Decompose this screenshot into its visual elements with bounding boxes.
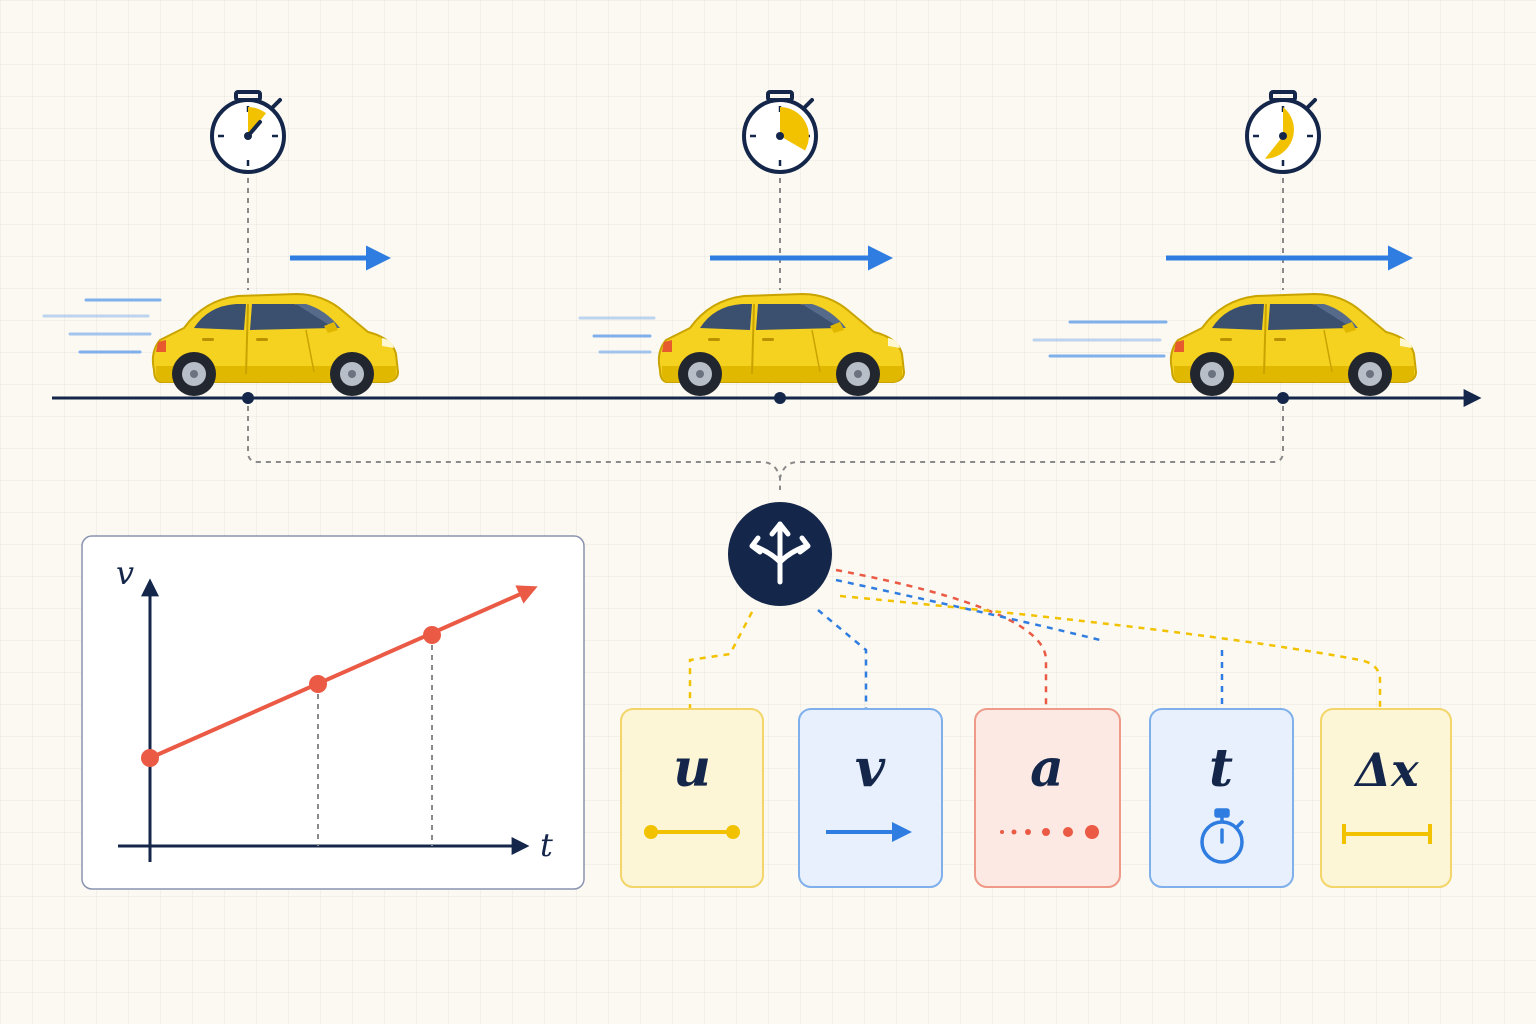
accelerating-dots-icon bbox=[1000, 825, 1099, 839]
branching-arrows-icon bbox=[728, 502, 832, 606]
car-icon bbox=[657, 293, 905, 397]
y-axis-label: v bbox=[116, 554, 134, 592]
variable-symbol: v bbox=[855, 738, 886, 799]
stopwatch-icon bbox=[210, 90, 286, 174]
variable-card-t[interactable]: t bbox=[1149, 708, 1294, 888]
line-segment-icon bbox=[644, 825, 740, 839]
hub-connectors bbox=[688, 568, 1382, 708]
data-point bbox=[309, 675, 327, 693]
variable-symbol: u bbox=[673, 738, 711, 799]
variable-card-u[interactable]: u bbox=[620, 708, 764, 888]
car-icon bbox=[151, 293, 399, 397]
variable-card-delta-x[interactable]: Δx bbox=[1320, 708, 1452, 888]
data-point bbox=[141, 749, 159, 767]
variable-symbol: t bbox=[1209, 738, 1233, 799]
motion-lines bbox=[42, 298, 1168, 358]
velocity-time-graph: v t bbox=[81, 535, 585, 890]
variable-card-a[interactable]: a bbox=[974, 708, 1121, 888]
converging-bracket bbox=[247, 406, 1284, 490]
x-axis-label: t bbox=[540, 826, 553, 864]
variable-card-v[interactable]: v bbox=[798, 708, 943, 888]
stopwatch-icon bbox=[1200, 808, 1244, 864]
variable-symbol: Δx bbox=[1353, 743, 1419, 797]
timeline-section bbox=[42, 90, 1482, 490]
car-icon bbox=[1169, 293, 1417, 397]
position-marker bbox=[774, 392, 786, 404]
displacement-bracket-icon bbox=[1342, 824, 1432, 844]
stopwatch-icon bbox=[742, 90, 818, 174]
position-marker bbox=[1277, 392, 1289, 404]
variable-cards: u v a bbox=[620, 708, 1452, 888]
variable-symbol: a bbox=[1030, 738, 1064, 799]
stopwatch-icon bbox=[1245, 90, 1321, 174]
data-point bbox=[423, 626, 441, 644]
velocity-line bbox=[149, 585, 538, 760]
position-marker bbox=[242, 392, 254, 404]
